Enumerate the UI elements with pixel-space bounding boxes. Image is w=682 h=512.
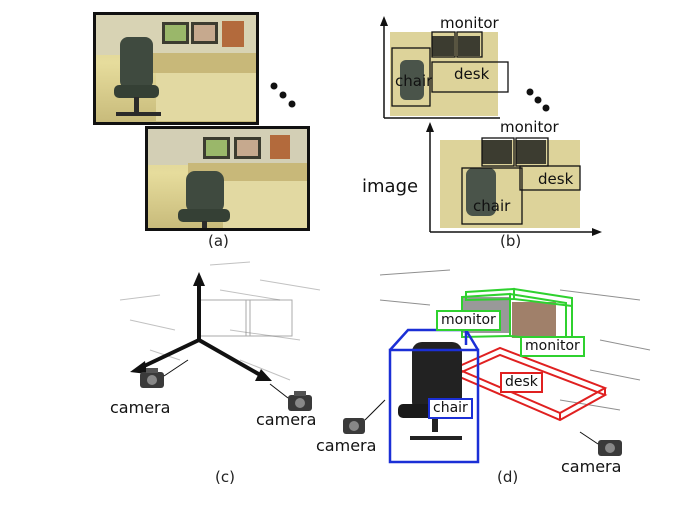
photo-frame-back xyxy=(93,12,259,125)
b-axis-label-image: image xyxy=(362,176,419,197)
d-desk-tag: desk xyxy=(500,372,543,393)
b-back-chair-label: chair xyxy=(395,72,433,90)
d-chair-tag: chair xyxy=(428,398,473,419)
ellipsis-dots-a xyxy=(268,80,308,124)
b-front-chair-label: chair xyxy=(473,197,511,215)
c-camera-right-icon xyxy=(288,391,312,411)
c-camera-left-icon xyxy=(140,368,164,388)
d-camera-left-icon xyxy=(343,418,365,434)
photo-frame-front xyxy=(145,126,310,231)
d-camera-right-icon xyxy=(598,440,622,456)
caption-d: (d) xyxy=(497,468,519,486)
d-monitor-right-tag: monitor xyxy=(520,336,585,357)
b-front-desk-label: desk xyxy=(538,170,574,188)
d-monitor-left-tag: monitor xyxy=(436,310,501,331)
caption-c: (c) xyxy=(215,468,235,486)
b-front-monitor-label: monitor xyxy=(500,118,559,136)
c-camera-right-label: camera xyxy=(256,410,317,429)
b-back-monitor-label: monitor xyxy=(440,14,499,32)
office-scene-front xyxy=(148,129,307,228)
caption-a: (a) xyxy=(208,232,229,250)
d-camera-left-label: camera xyxy=(316,436,377,455)
b-back-desk-label: desk xyxy=(454,65,490,83)
caption-b: (b) xyxy=(500,232,522,250)
office-scene-back xyxy=(96,15,256,121)
c-camera-left-label: camera xyxy=(110,398,171,417)
d-camera-right-label: camera xyxy=(561,457,622,476)
